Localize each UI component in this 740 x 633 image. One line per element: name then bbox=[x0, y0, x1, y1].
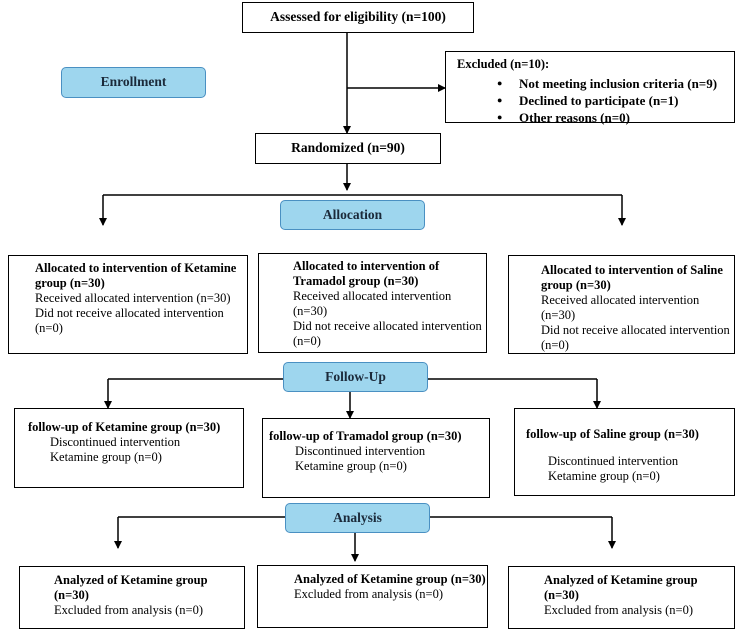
allocated-box-tramadol: Allocated to intervention of Tramadol gr… bbox=[258, 253, 487, 353]
analyzed-title: Analyzed of Ketamine group (n=30) bbox=[54, 573, 208, 602]
assessed-text: Assessed for eligibility (n=100) bbox=[270, 9, 446, 24]
excluded-title: Excluded (n=10): bbox=[457, 57, 550, 71]
allocated-box-ketamine: Allocated to intervention of Ketamine gr… bbox=[8, 255, 248, 354]
excluded-item: Other reasons (n=0) bbox=[497, 109, 734, 126]
allocated-title: Allocated to intervention of Ketamine gr… bbox=[35, 261, 237, 290]
allocated-received: Received allocated intervention (n=30) bbox=[35, 291, 231, 305]
stage-analysis: Analysis bbox=[285, 503, 430, 533]
followup-title: follow-up of Ketamine group (n=30) bbox=[28, 420, 221, 434]
analyzed-excluded: Excluded from analysis (n=0) bbox=[544, 603, 694, 617]
analyzed-excluded: Excluded from analysis (n=0) bbox=[54, 603, 204, 617]
stage-allocation: Allocation bbox=[280, 200, 425, 230]
followup-line1: Discontinued intervention bbox=[548, 454, 679, 468]
analyzed-box-2: Analyzed of Ketamine group (n=30) Exclud… bbox=[257, 565, 488, 628]
assessed-box: Assessed for eligibility (n=100) bbox=[242, 2, 474, 33]
analyzed-box-3: Analyzed of Ketamine group (n=30) Exclud… bbox=[508, 566, 735, 629]
excluded-item: Not meeting inclusion criteria (n=9) bbox=[497, 75, 734, 92]
allocated-not-received: Did not receive allocated intervention (… bbox=[541, 323, 730, 352]
followup-line2: Ketamine group (n=0) bbox=[295, 459, 407, 473]
followup-line1: Discontinued intervention bbox=[295, 444, 426, 458]
allocated-box-saline: Allocated to intervention of Saline grou… bbox=[508, 255, 735, 354]
followup-box-saline: follow-up of Saline group (n=30) Discont… bbox=[514, 408, 735, 496]
followup-line1: Discontinued intervention bbox=[50, 435, 181, 449]
analyzed-title: Analyzed of Ketamine group (n=30) bbox=[294, 572, 486, 586]
allocated-title: Allocated to intervention of Saline grou… bbox=[541, 263, 723, 292]
analyzed-box-1: Analyzed of Ketamine group (n=30) Exclud… bbox=[19, 566, 245, 629]
allocated-received: Received allocated intervention (n=30) bbox=[541, 293, 700, 322]
allocated-not-received: Did not receive allocated intervention (… bbox=[35, 306, 224, 335]
followup-box-tramadol: follow-up of Tramadol group (n=30) Disco… bbox=[262, 418, 490, 498]
allocated-title: Allocated to intervention of Tramadol gr… bbox=[293, 259, 440, 288]
randomized-box: Randomized (n=90) bbox=[255, 133, 441, 164]
followup-line2: Ketamine group (n=0) bbox=[548, 469, 660, 483]
allocated-not-received: Did not receive allocated intervention (… bbox=[293, 319, 482, 348]
stage-followup-label: Follow-Up bbox=[325, 369, 386, 384]
followup-line2: Ketamine group (n=0) bbox=[50, 450, 162, 464]
stage-enrollment: Enrollment bbox=[61, 67, 206, 98]
analyzed-title: Analyzed of Ketamine group (n=30) bbox=[544, 573, 698, 602]
followup-title: follow-up of Saline group (n=30) bbox=[526, 427, 699, 441]
followup-title: follow-up of Tramadol group (n=30) bbox=[269, 429, 462, 443]
analyzed-excluded: Excluded from analysis (n=0) bbox=[294, 587, 444, 601]
stage-followup: Follow-Up bbox=[283, 362, 428, 392]
excluded-box: Excluded (n=10): Not meeting inclusion c… bbox=[445, 51, 735, 126]
followup-box-ketamine: follow-up of Ketamine group (n=30) Disco… bbox=[14, 408, 244, 488]
stage-analysis-label: Analysis bbox=[333, 510, 382, 525]
stage-allocation-label: Allocation bbox=[322, 207, 383, 222]
excluded-item: Declined to participate (n=1) bbox=[497, 92, 734, 109]
randomized-text: Randomized (n=90) bbox=[291, 140, 405, 155]
allocated-received: Received allocated intervention (n=30) bbox=[293, 289, 452, 318]
stage-enrollment-label: Enrollment bbox=[100, 74, 167, 89]
